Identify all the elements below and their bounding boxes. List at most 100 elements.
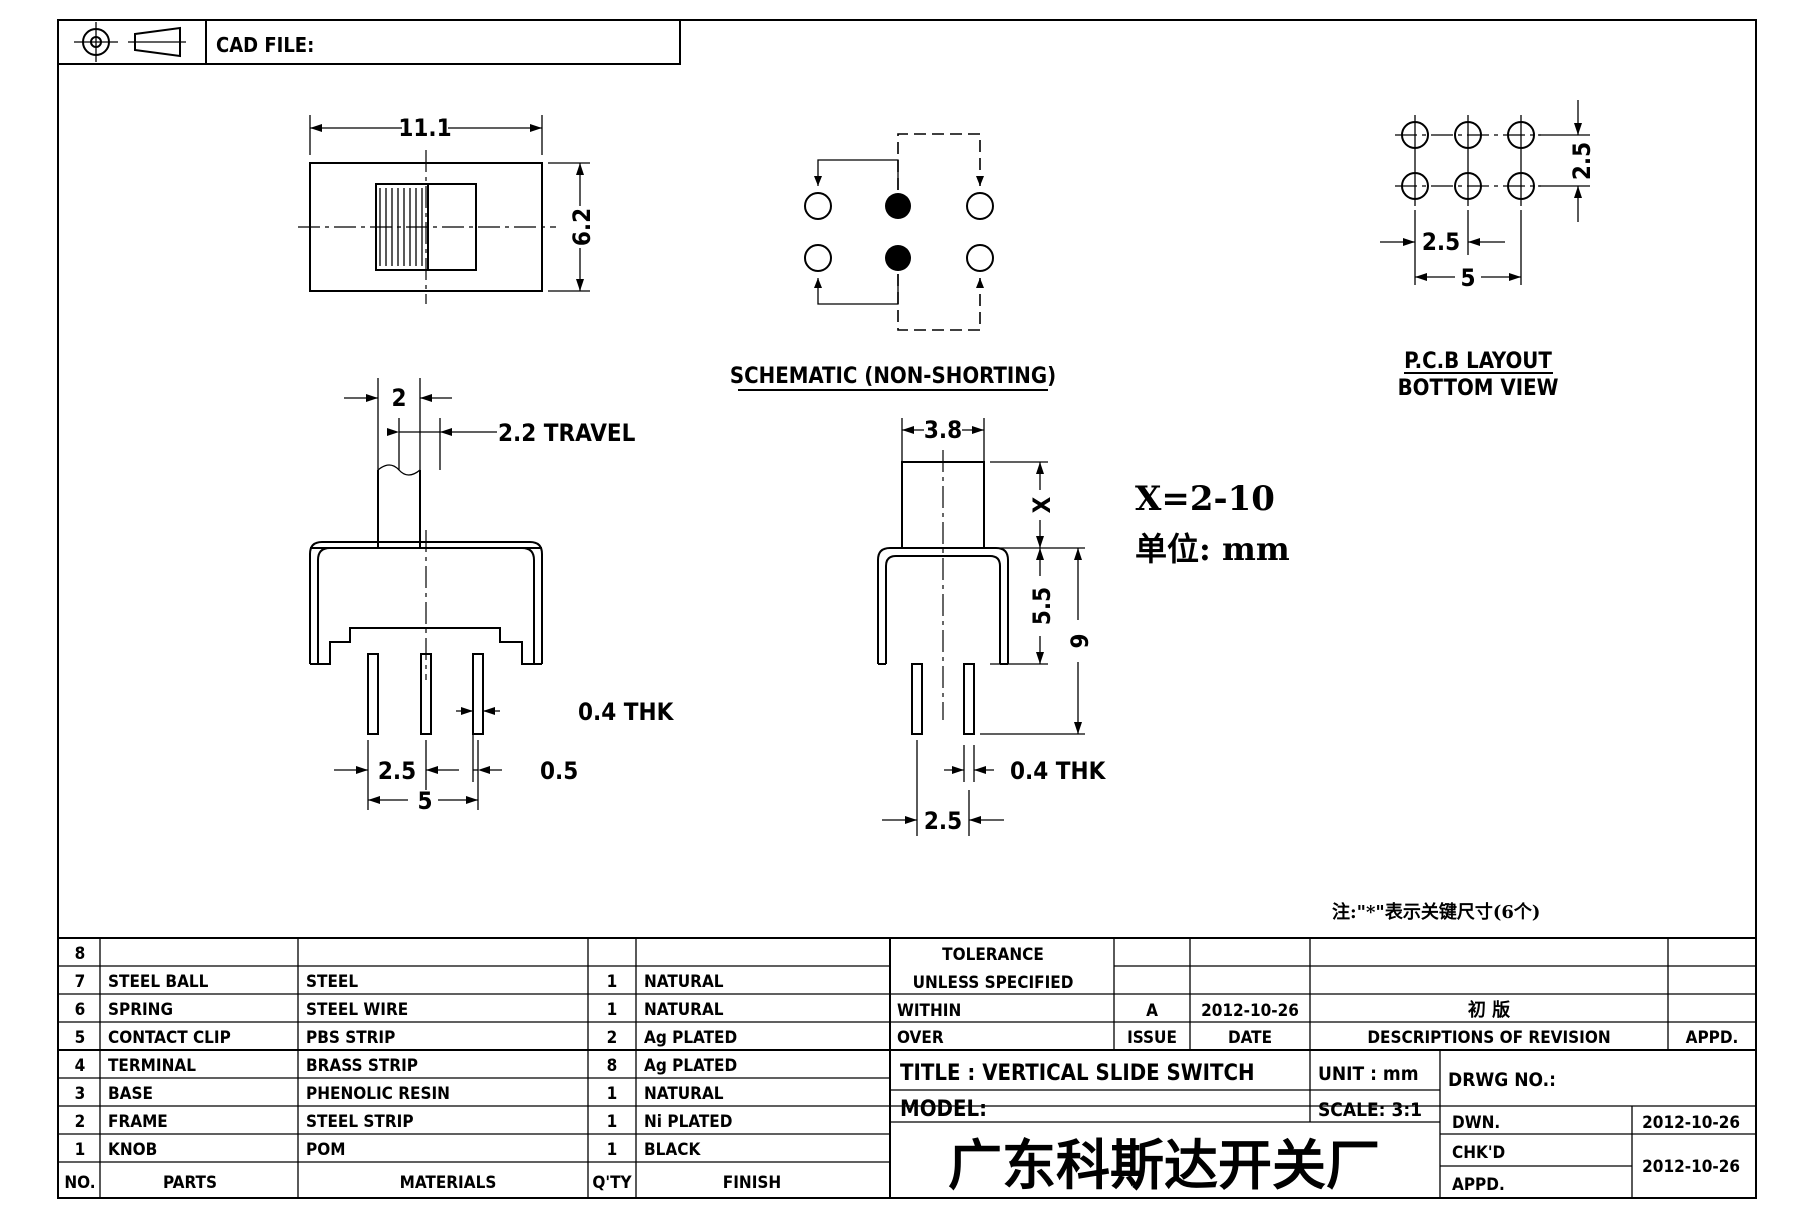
- dwn-date: 2012-10-26: [1642, 1113, 1740, 1133]
- bom-cell-no: 6: [75, 1000, 86, 1020]
- bom-table: [58, 937, 1756, 1198]
- end-width-dim: 3.8: [924, 416, 962, 444]
- description-value: 初 版: [1468, 999, 1510, 1021]
- tolerance-line2: UNLESS SPECIFIED: [913, 973, 1074, 993]
- scale-text: SCALE: 3:1: [1318, 1099, 1422, 1121]
- bom-row: 3 BASE PHENOLIC RESIN 1 NATURAL: [75, 1084, 724, 1104]
- knob-width-dim: 2: [391, 384, 406, 412]
- bom-cell-part: KNOB: [108, 1140, 157, 1160]
- bom-cell-finish: NATURAL: [644, 1000, 724, 1020]
- projection-symbol-icon: [74, 22, 186, 62]
- terminal-open: [966, 192, 994, 220]
- bom-cell-no: 5: [75, 1028, 86, 1048]
- company-name: 广东科斯达开关厂: [948, 1133, 1380, 1197]
- appd-header: APPD.: [1686, 1028, 1739, 1048]
- model-label: MODEL:: [900, 1097, 987, 1122]
- bom-cell-part: CONTACT CLIP: [108, 1028, 231, 1048]
- bom-cell-qty: 1: [607, 1140, 618, 1160]
- unit-text: UNIT : mm: [1318, 1063, 1419, 1085]
- end-thk-label: 0.4 THK: [1010, 757, 1107, 785]
- bom-row: 8: [75, 944, 86, 964]
- bom-cell-part: SPRING: [108, 1000, 173, 1020]
- bom-cell-material: PBS STRIP: [306, 1028, 395, 1048]
- pcb-holes: [1395, 115, 1541, 206]
- tolerance-line1: TOLERANCE: [942, 945, 1044, 965]
- travel-label: 2.2 TRAVEL: [498, 419, 636, 447]
- hdr-qty: Q'TY: [592, 1173, 632, 1193]
- bom-cell-part: STEEL BALL: [108, 972, 209, 992]
- tolerance-within: WITHIN: [897, 1001, 961, 1021]
- bom-cell-no: 8: [75, 944, 86, 964]
- terminal-open: [966, 244, 994, 272]
- hdr-parts: PARTS: [163, 1173, 217, 1193]
- bom-cell-part: BASE: [108, 1084, 153, 1104]
- hdr-materials: MATERIALS: [400, 1173, 497, 1193]
- tolerance-over: OVER: [897, 1028, 944, 1048]
- bom-cell-material: STEEL WIRE: [306, 1000, 408, 1020]
- hdr-no: NO.: [64, 1173, 95, 1193]
- total-height-dim: 9: [1066, 633, 1094, 648]
- top-view: 11.1 6.2: [298, 114, 596, 304]
- title-text: TITLE : VERTICAL SLIDE SWITCH: [900, 1061, 1255, 1086]
- bom-cell-material: STEEL STRIP: [306, 1112, 414, 1132]
- pcb-caption-line1: P.C.B LAYOUT: [1404, 349, 1552, 374]
- side-pitch-dim: 2.5: [378, 757, 416, 785]
- bom-cell-finish: Ag PLATED: [644, 1028, 737, 1048]
- bom-cell-qty: 1: [607, 1000, 618, 1020]
- pcb-pitch-v: 2.5: [1568, 142, 1596, 180]
- unit-note: 单位: mm: [1135, 530, 1290, 568]
- hdr-finish: FINISH: [723, 1173, 781, 1193]
- revision-block: TOLERANCE UNLESS SPECIFIED WITHIN OVER A…: [890, 938, 1756, 1050]
- bom-row: 7 STEEL BALL STEEL 1 NATURAL: [75, 972, 724, 992]
- bom-cell-material: STEEL: [306, 972, 358, 992]
- top-height-dim: 6.2: [568, 208, 596, 246]
- pcb-layout: 2.5 2.5 5 P.C.B LAYOUT BOTTOM VIEW: [1380, 100, 1596, 401]
- top-width-dim: 11.1: [398, 114, 451, 142]
- pin-gap-dim: 0.5: [540, 757, 578, 785]
- appd-label: APPD.: [1452, 1175, 1505, 1195]
- cad-file-label: CAD FILE:: [216, 33, 314, 57]
- x-height-dim: X: [1028, 496, 1056, 513]
- side-view: 2 2.2 TRAVEL 0.4 THK 2.5 0.5: [309, 378, 675, 815]
- header-box: CAD FILE:: [58, 19, 681, 65]
- date-value: 2012-10-26: [1201, 1001, 1299, 1021]
- bom-cell-qty: 1: [607, 1084, 618, 1104]
- issue-value: A: [1146, 1001, 1158, 1021]
- bom-cell-part: FRAME: [108, 1112, 168, 1132]
- terminal-common: [885, 193, 911, 219]
- title-block: TITLE : VERTICAL SLIDE SWITCH UNIT : mm …: [890, 1050, 1756, 1198]
- bom-cell-qty: 1: [607, 1112, 618, 1132]
- bom-cell-no: 7: [75, 972, 86, 992]
- bom-cell-finish: Ni PLATED: [644, 1112, 732, 1132]
- description-header: DESCRIPTIONS OF REVISION: [1367, 1028, 1610, 1048]
- bom-cell-material: POM: [306, 1140, 345, 1160]
- bom-cell-finish: NATURAL: [644, 972, 724, 992]
- bom-cell-finish: Ag PLATED: [644, 1056, 737, 1076]
- schematic-diagram: SCHEMATIC (NON-SHORTING): [730, 133, 1056, 391]
- date-header: DATE: [1228, 1028, 1272, 1048]
- footnote: 注:"*"表示关键尺寸(6个): [1332, 901, 1540, 923]
- issue-header: ISSUE: [1127, 1028, 1177, 1048]
- terminal-open: [804, 192, 832, 220]
- body-height-dim: 5.5: [1028, 587, 1056, 625]
- pcb-caption-line2: BOTTOM VIEW: [1398, 376, 1559, 401]
- x-range-note: X=2-10: [1135, 479, 1275, 519]
- bom-cell-no: 3: [75, 1084, 86, 1104]
- bom-cell-qty: 1: [607, 972, 618, 992]
- bom-cell-material: PHENOLIC RESIN: [306, 1084, 450, 1104]
- bom-cell-qty: 2: [607, 1028, 618, 1048]
- bom-headers: NO. PARTS MATERIALS Q'TY FINISH: [64, 1173, 781, 1193]
- sheet-border: [57, 19, 1757, 1199]
- bom-cell-finish: NATURAL: [644, 1084, 724, 1104]
- terminal-common: [885, 245, 911, 271]
- end-view: 3.8 X 5.5 9 0.4 THK 2.5: [877, 416, 1107, 836]
- chkd-date: 2012-10-26: [1642, 1157, 1740, 1177]
- bom-row: 5 CONTACT CLIP PBS STRIP 2 Ag PLATED: [75, 1028, 738, 1048]
- bom-cell-part: TERMINAL: [108, 1056, 196, 1076]
